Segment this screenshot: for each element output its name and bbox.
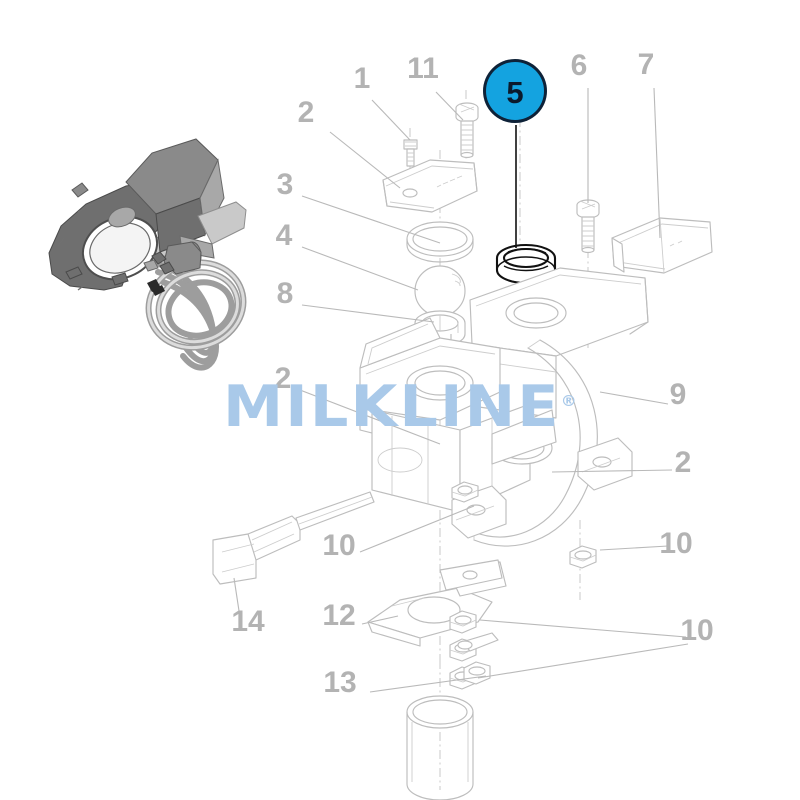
product-photo-clamp-assembly bbox=[48, 138, 247, 371]
gasket-plate-part-12 bbox=[367, 559, 507, 647]
photo-valve-body bbox=[163, 241, 202, 275]
callout-3[interactable]: 3 bbox=[277, 168, 294, 201]
photo-hose-coil bbox=[145, 259, 247, 371]
callout-1[interactable]: 1 bbox=[354, 62, 371, 95]
electrical-connector-part-14 bbox=[212, 491, 375, 585]
nut-mid-1 bbox=[449, 610, 477, 634]
cover-panel-part-7 bbox=[611, 217, 713, 274]
main-housing-body bbox=[359, 267, 649, 547]
callout-11[interactable]: 11 bbox=[407, 52, 439, 85]
photo-fitting-a bbox=[151, 251, 167, 265]
screw-part-1 bbox=[403, 139, 418, 167]
screw-part-11 bbox=[455, 102, 479, 159]
nut-upper-mid bbox=[451, 481, 479, 503]
photo-clip2 bbox=[111, 272, 129, 286]
leader-lines bbox=[233, 87, 689, 693]
callout-2-middle-left[interactable]: 2 bbox=[275, 362, 292, 395]
highlighted-callout-5[interactable]: 5 bbox=[483, 59, 547, 248]
callout-7[interactable]: 7 bbox=[638, 48, 655, 81]
highlight-fill bbox=[486, 62, 544, 120]
callout-2-upper-left[interactable]: 2 bbox=[298, 96, 315, 129]
callout-9[interactable]: 9 bbox=[670, 378, 687, 411]
callout-10-right[interactable]: 10 bbox=[659, 527, 692, 560]
photo-clip bbox=[65, 266, 83, 280]
callout-8[interactable]: 8 bbox=[277, 277, 294, 310]
cover-plate-part-2-upper bbox=[382, 159, 478, 213]
screw-part-6 bbox=[576, 199, 600, 254]
photo-clamp-bore-inner bbox=[89, 222, 151, 274]
callout-10-lower-right[interactable]: 10 bbox=[680, 614, 713, 647]
photo-fitting-b bbox=[159, 261, 175, 275]
cylinder-sleeve bbox=[406, 695, 474, 800]
ball-part-4 bbox=[414, 265, 466, 317]
callout-12[interactable]: 12 bbox=[322, 599, 355, 632]
photo-boss bbox=[108, 206, 136, 228]
photo-tab bbox=[71, 182, 89, 198]
callout-6[interactable]: 6 bbox=[571, 49, 588, 82]
callout-4[interactable]: 4 bbox=[276, 219, 293, 252]
washer-part-13 bbox=[457, 632, 499, 652]
photo-fitting-c bbox=[143, 259, 159, 272]
nut-bottom bbox=[463, 661, 491, 685]
photo-lever bbox=[197, 201, 247, 245]
highlight-number: 5 bbox=[506, 75, 523, 110]
gasket-ring-part-3 bbox=[406, 221, 474, 263]
callout-14[interactable]: 14 bbox=[231, 605, 265, 638]
callout-2-right[interactable]: 2 bbox=[675, 446, 692, 479]
callout-10-left[interactable]: 10 bbox=[322, 529, 355, 562]
nut-right-upper bbox=[569, 545, 597, 569]
callout-13[interactable]: 13 bbox=[323, 666, 356, 699]
